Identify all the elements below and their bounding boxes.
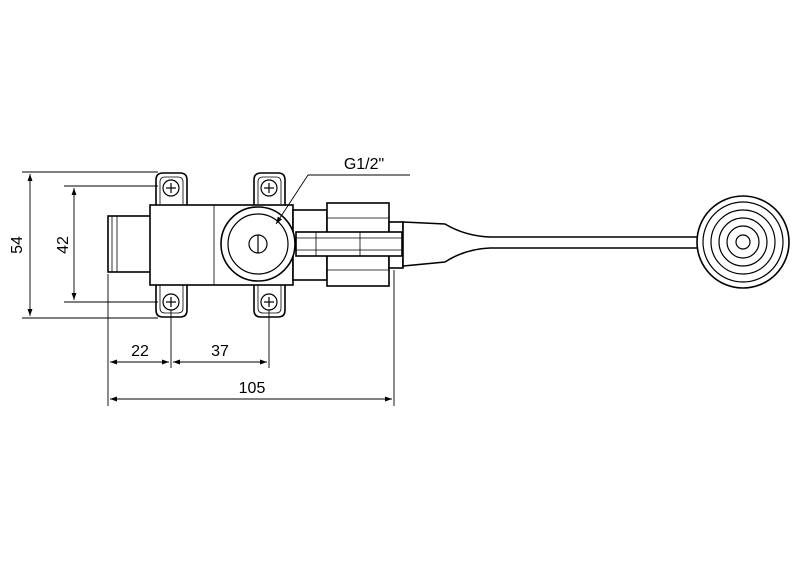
screw-icon bbox=[162, 179, 180, 197]
dimension-label-105: 105 bbox=[239, 380, 266, 397]
dimension-label-37: 37 bbox=[211, 343, 229, 360]
dimension-22-37: 22 37 bbox=[107, 274, 270, 406]
dimension-label-22: 22 bbox=[131, 343, 149, 360]
thread-callout: G1/2" bbox=[275, 156, 410, 225]
dimension-42: 42 bbox=[55, 185, 158, 303]
valve-assembly bbox=[107, 172, 790, 318]
dimension-label-42: 42 bbox=[55, 236, 72, 254]
dimension-label-54: 54 bbox=[9, 236, 26, 254]
foot-pedal bbox=[696, 195, 790, 289]
screw-icon bbox=[260, 179, 278, 197]
inlet-nipple bbox=[107, 215, 153, 273]
thread-callout-label: G1/2" bbox=[344, 156, 384, 173]
dimension-105: 105 bbox=[110, 270, 395, 406]
dimension-54: 54 bbox=[9, 171, 158, 319]
outlet-port bbox=[220, 206, 296, 282]
